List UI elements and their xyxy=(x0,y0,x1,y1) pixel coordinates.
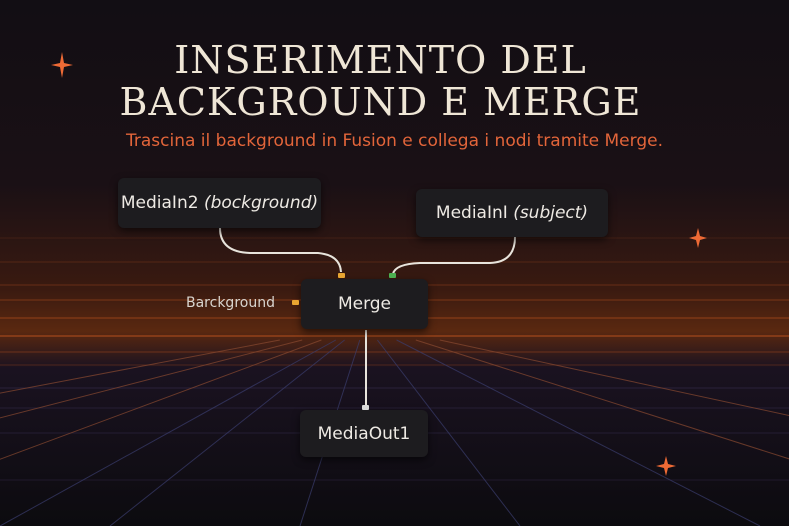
grid-line xyxy=(415,339,789,460)
grid-line xyxy=(396,339,761,526)
grid-line xyxy=(0,339,322,460)
grid-line xyxy=(109,339,345,526)
node-mediaout[interactable]: MediaOut1 xyxy=(300,410,428,457)
node-name: MediaIn2 xyxy=(120,193,199,213)
merge-side-port[interactable] xyxy=(292,300,299,305)
node-name: MediaOut1 xyxy=(317,423,411,444)
node-name: MediaInI xyxy=(435,203,508,223)
merge-foreground-input-port[interactable] xyxy=(389,273,396,278)
merge-side-label: Barckground xyxy=(186,295,275,311)
subtitle: Trascina il background in Fusion e colle… xyxy=(125,131,663,151)
mediaout-input-port[interactable] xyxy=(362,405,369,410)
node-mediain2[interactable]: MediaIn2 (bockground) xyxy=(118,178,321,228)
node-merge[interactable]: Merge xyxy=(301,279,428,329)
grid-line xyxy=(0,339,280,394)
link-mediain1-merge xyxy=(392,236,516,275)
grid-line xyxy=(439,339,789,417)
node-note: (bockground) xyxy=(203,193,319,213)
node-note: (subject) xyxy=(513,203,589,223)
title-line-2: BACKGROUND E MERGE xyxy=(119,80,642,124)
grid-line xyxy=(377,339,521,526)
node-name: Merge xyxy=(337,294,392,314)
sparkle-star-icon xyxy=(51,52,707,476)
merge-background-input-port[interactable] xyxy=(338,273,345,278)
title-line-1: INSERIMENTO DEL xyxy=(174,38,587,82)
grid-line xyxy=(0,339,303,419)
grid-line xyxy=(0,339,337,526)
node-mediain1[interactable]: MediaInI (subject) xyxy=(416,189,608,237)
link-mediain2-merge xyxy=(219,227,342,273)
